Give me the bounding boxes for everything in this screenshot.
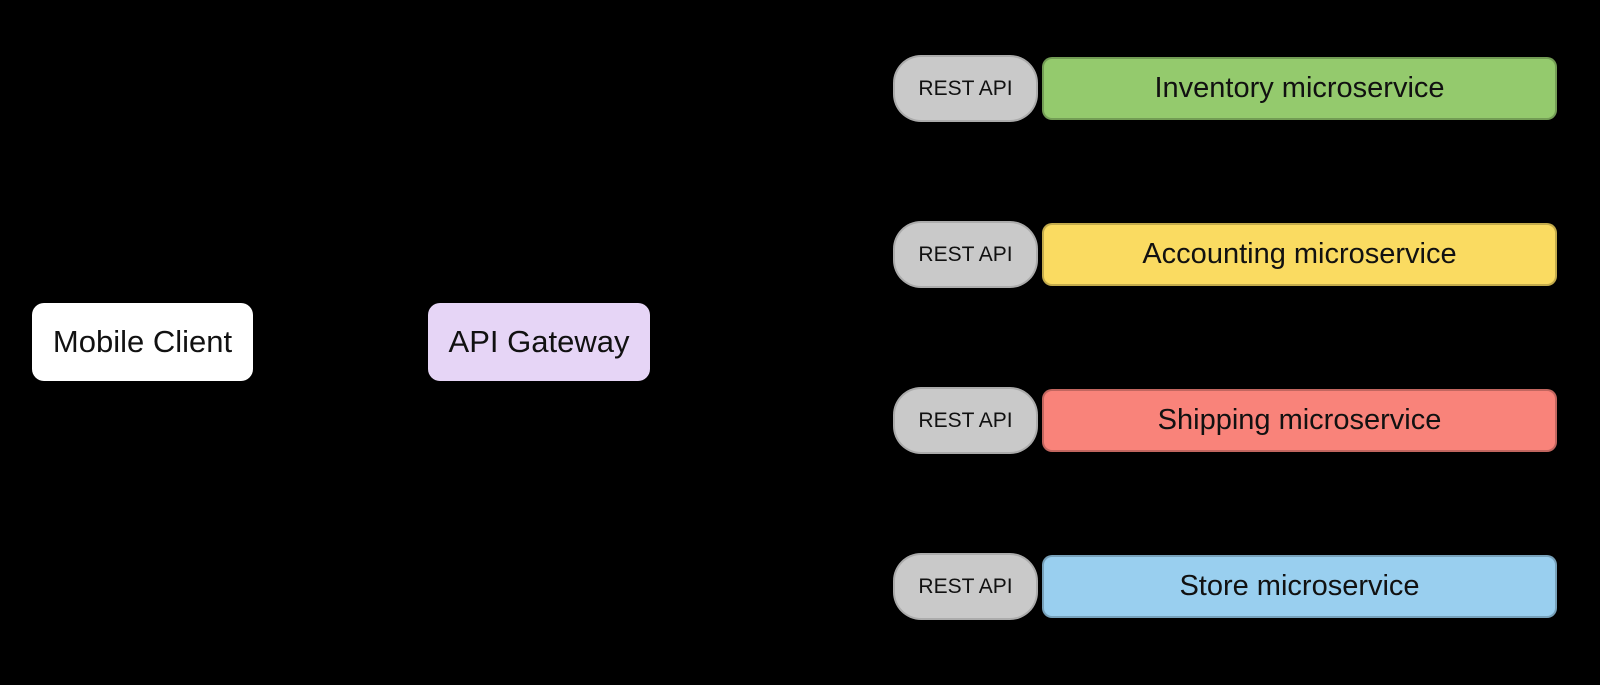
service-row-store: REST API Store microservice	[893, 553, 1557, 620]
mobile-client-label: Mobile Client	[52, 324, 233, 359]
rest-api-label: REST API	[918, 408, 1013, 432]
service-row-accounting: REST API Accounting microservice	[893, 221, 1557, 288]
rest-api-label: REST API	[918, 76, 1013, 100]
rest-api-endpoint: REST API	[893, 553, 1038, 620]
store-microservice-label: Store microservice	[1179, 570, 1420, 602]
rest-api-endpoint: REST API	[893, 221, 1038, 288]
service-row-shipping: REST API Shipping microservice	[893, 387, 1557, 454]
api-gateway-label: API Gateway	[448, 324, 630, 359]
inventory-microservice-label: Inventory microservice	[1154, 72, 1445, 104]
accounting-microservice-label: Accounting microservice	[1142, 238, 1457, 270]
api-gateway-node: API Gateway	[428, 303, 650, 381]
service-row-inventory: REST API Inventory microservice	[893, 55, 1557, 122]
accounting-microservice-node: Accounting microservice	[1042, 223, 1557, 286]
rest-api-endpoint: REST API	[893, 387, 1038, 454]
shipping-microservice-node: Shipping microservice	[1042, 389, 1557, 452]
rest-api-label: REST API	[918, 242, 1013, 266]
mobile-client-node: Mobile Client	[32, 303, 253, 381]
rest-api-endpoint: REST API	[893, 55, 1038, 122]
shipping-microservice-label: Shipping microservice	[1157, 404, 1442, 436]
inventory-microservice-node: Inventory microservice	[1042, 57, 1557, 120]
store-microservice-node: Store microservice	[1042, 555, 1557, 618]
rest-api-label: REST API	[918, 574, 1013, 598]
